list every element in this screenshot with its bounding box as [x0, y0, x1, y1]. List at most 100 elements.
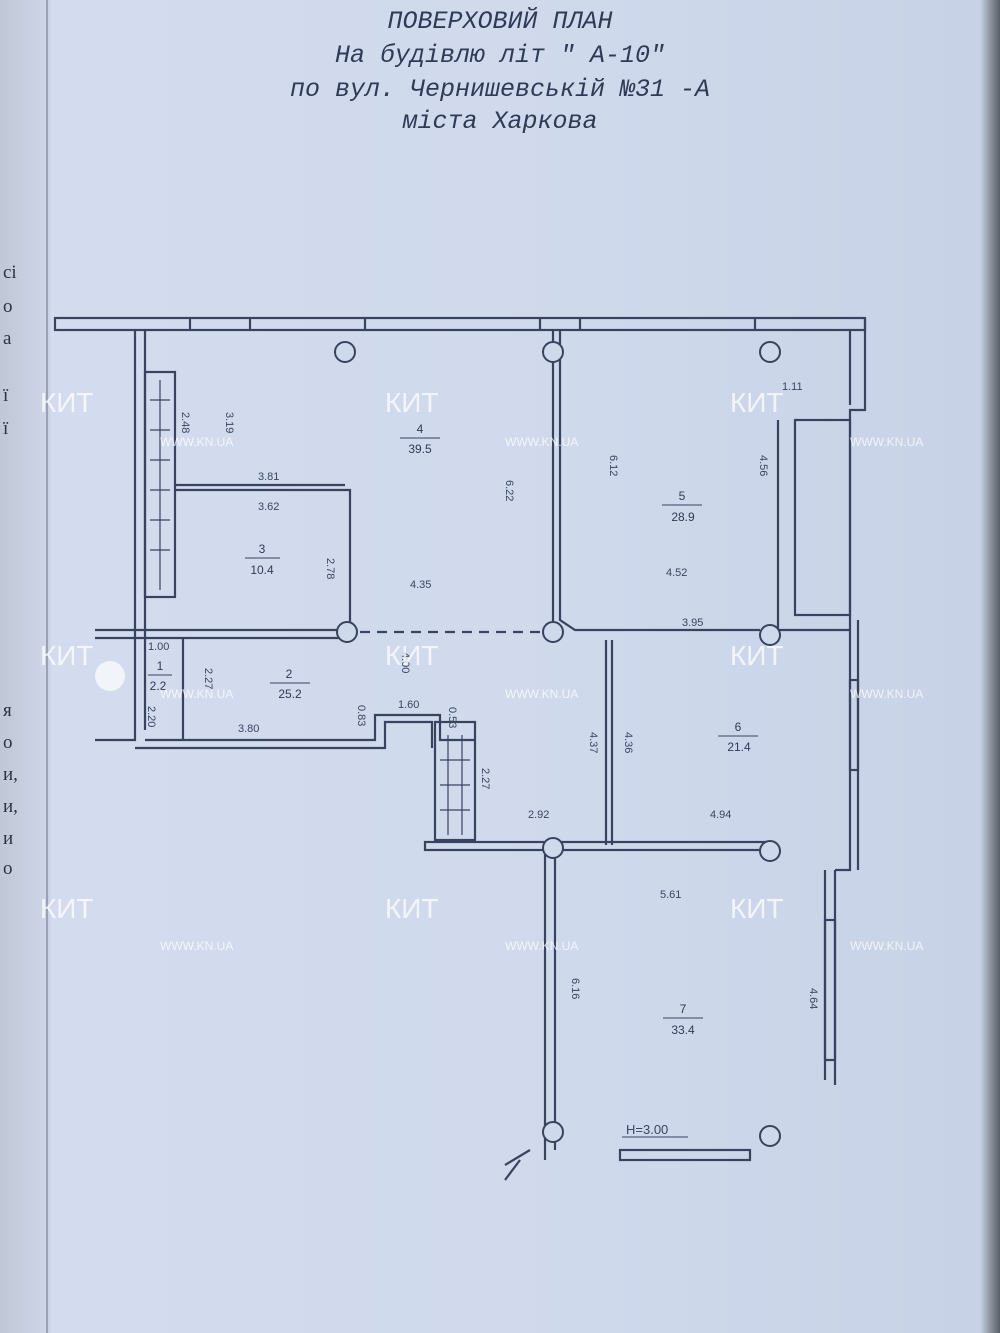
- text-fragment: ї: [3, 385, 9, 406]
- watermark: КИТ WWW.KN.UA: [385, 893, 578, 953]
- text-fragment: и: [3, 828, 14, 849]
- svg-text:2: 2: [286, 667, 293, 681]
- walls: [53, 316, 867, 1181]
- svg-text:КИТ: КИТ: [40, 893, 94, 924]
- svg-text:WWW.KN.UA: WWW.KN.UA: [160, 435, 233, 449]
- svg-text:WWW.KN.UA: WWW.KN.UA: [160, 687, 233, 701]
- dimension: 3.62: [258, 501, 279, 513]
- dimension: 0.83: [355, 705, 367, 726]
- dimension: 2.20: [145, 706, 157, 727]
- svg-text:WWW.KN.UA: WWW.KN.UA: [505, 435, 578, 449]
- light-glare: [95, 661, 125, 691]
- svg-text:WWW.KN.UA: WWW.KN.UA: [160, 939, 233, 953]
- dimension: 2.48: [179, 412, 191, 433]
- watermark: КИТ WWW.KN.UA: [385, 640, 578, 701]
- svg-text:КИТ: КИТ: [730, 640, 784, 671]
- svg-text:10.4: 10.4: [250, 563, 274, 577]
- watermark: КИТ WWW.KN.UA: [730, 387, 923, 449]
- watermark: КИТ WWW.KN.UA: [40, 640, 233, 701]
- dimension: 2.78: [324, 558, 336, 579]
- watermark: КИТ WWW.KN.UA: [730, 640, 923, 701]
- dimension: 4.94: [710, 809, 731, 821]
- svg-text:1: 1: [157, 659, 164, 673]
- dimension: 4.36: [622, 732, 634, 753]
- text-fragment: я: [3, 700, 12, 721]
- dimension: 6.12: [607, 455, 619, 476]
- svg-text:КИТ: КИТ: [730, 893, 784, 924]
- svg-text:КИТ: КИТ: [385, 893, 439, 924]
- dimension: 4.00: [399, 652, 411, 673]
- city-label: міста Харкова: [402, 107, 598, 136]
- svg-text:WWW.KN.UA: WWW.KN.UA: [850, 939, 923, 953]
- svg-text:КИТ: КИТ: [40, 640, 94, 671]
- dimension: 3.80: [238, 723, 259, 735]
- svg-text:4: 4: [417, 422, 424, 436]
- dimension: 4.52: [666, 567, 687, 579]
- room-6: 621.4: [718, 720, 758, 754]
- room-2: 225.2: [270, 667, 310, 701]
- svg-text:WWW.KN.UA: WWW.KN.UA: [505, 687, 578, 701]
- svg-text:6: 6: [735, 720, 742, 734]
- text-fragment: о: [3, 732, 13, 753]
- watermark: КИТ WWW.KN.UA: [730, 893, 923, 953]
- dimension: 2.92: [528, 809, 549, 821]
- dimension: 3.19: [223, 412, 235, 433]
- watermark: КИТ WWW.KN.UA: [40, 387, 233, 449]
- text-fragment: и,: [3, 796, 18, 817]
- text-fragment: сі: [3, 262, 17, 283]
- dimension: 4.35: [410, 579, 431, 591]
- svg-text:33.4: 33.4: [671, 1023, 695, 1037]
- text-fragment: ї: [3, 418, 9, 439]
- svg-text:WWW.KN.UA: WWW.KN.UA: [850, 435, 923, 449]
- watermark: КИТ WWW.KN.UA: [40, 893, 233, 953]
- room-5: 528.9: [662, 489, 702, 524]
- svg-text:КИТ: КИТ: [730, 387, 784, 418]
- watermark: КИТ WWW.KN.UA: [385, 387, 578, 449]
- dimension: 2.27: [202, 668, 214, 689]
- room-3: 310.4: [245, 542, 280, 577]
- room-4: 439.5: [400, 422, 440, 456]
- dimension: 4.37: [587, 732, 599, 753]
- dimension: 5.61: [660, 889, 681, 901]
- svg-text:КИТ: КИТ: [385, 640, 439, 671]
- svg-text:7: 7: [680, 1002, 687, 1016]
- text-fragment: о: [3, 296, 13, 317]
- svg-text:WWW.KN.UA: WWW.KN.UA: [505, 939, 578, 953]
- svg-text:21.4: 21.4: [727, 740, 751, 754]
- room-7: 733.4: [663, 1002, 703, 1037]
- dimension: 1.00: [148, 641, 169, 653]
- stair-hatching: [150, 380, 470, 835]
- text-fragment: о: [3, 858, 13, 879]
- svg-text:28.9: 28.9: [671, 510, 695, 524]
- dimension: 2.27: [479, 768, 491, 789]
- dimension: 1.60: [398, 699, 419, 711]
- dimension: 0.53: [446, 707, 458, 728]
- dimension: 6.22: [503, 480, 515, 501]
- svg-text:25.2: 25.2: [278, 687, 302, 701]
- plan-title: ПОВЕРХОВИЙ ПЛАН: [387, 7, 613, 36]
- room-labels: 12.2 225.2 310.4 439.5 528.9 621.4 733.4: [148, 422, 758, 1037]
- svg-text:КИТ: КИТ: [40, 387, 94, 418]
- dimension: 1.11: [782, 381, 803, 393]
- watermarks: КИТ WWW.KN.UA КИТ WWW.KN.UA КИТ WWW.KN.UA К…: [40, 387, 923, 953]
- svg-text:2.2: 2.2: [150, 679, 167, 693]
- dimension: 4.64: [807, 988, 819, 1009]
- svg-text:КИТ: КИТ: [385, 387, 439, 418]
- adjacent-page: сі о а ї ї я о и, и, и о: [0, 0, 48, 1333]
- svg-text:5: 5: [679, 489, 686, 503]
- address-label: по вул. Чернишевській №31 -А: [289, 75, 711, 104]
- dimension: 4.56: [757, 455, 769, 476]
- ceiling-height-label: H=3.00: [626, 1122, 668, 1137]
- text-fragment: и,: [3, 764, 18, 785]
- columns: [334, 341, 781, 1147]
- dimensions: 2.48 3.19 3.81 3.62 2.78 6.22 4.35 6.12 …: [145, 381, 819, 1138]
- svg-text:WWW.KN.UA: WWW.KN.UA: [850, 687, 923, 701]
- svg-text:39.5: 39.5: [408, 442, 432, 456]
- dimension: 3.81: [258, 471, 279, 483]
- room-1: 12.2: [148, 659, 172, 693]
- building-label: На будівлю літ " А-10": [334, 41, 666, 70]
- text-fragment: а: [3, 328, 12, 349]
- dimension: 6.16: [569, 978, 581, 999]
